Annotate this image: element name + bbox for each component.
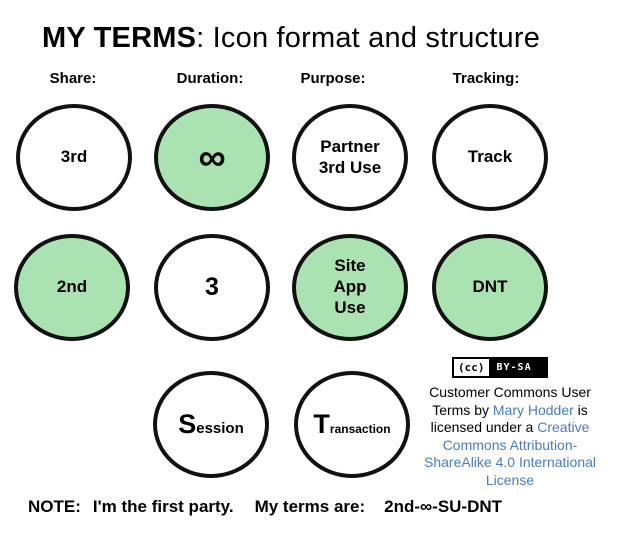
license-link-creative-commons[interactable]: License bbox=[485, 471, 535, 488]
footer-note: NOTE: I'm the first party. My terms are:… bbox=[28, 497, 502, 517]
page-title-rest: : Icon format and structure bbox=[196, 22, 541, 54]
license-text: Terms by bbox=[432, 401, 493, 418]
infinity-icon: ∞ bbox=[198, 136, 226, 179]
page-title: MY TERMS: Icon format and structure bbox=[42, 22, 540, 55]
license-line-3: licensed under a Creative bbox=[398, 419, 620, 437]
circle-dnt-label: DNT bbox=[472, 277, 508, 297]
cc-logo-icon: (cc) bbox=[454, 359, 491, 376]
circle-transaction-initial: T bbox=[313, 409, 330, 439]
license-link-creative-commons[interactable]: ShareAlike 4.0 International bbox=[424, 454, 596, 470]
page-title-bold: MY TERMS bbox=[42, 22, 197, 54]
license-text: is bbox=[573, 401, 588, 418]
circle-partner-3rd-use: Partner 3rd Use bbox=[292, 104, 408, 211]
note-label: NOTE: bbox=[28, 497, 81, 516]
license-attribution: Customer Commons User Terms by Mary Hodd… bbox=[398, 384, 620, 489]
license-line-2: Terms by Mary Hodder is bbox=[398, 402, 620, 420]
circle-session-initial: S bbox=[178, 409, 197, 439]
circle-duration-3: 3 bbox=[154, 234, 270, 341]
circle-partner-3rd-use-label: Partner 3rd Use bbox=[318, 136, 382, 177]
column-header-tracking: Tracking: bbox=[452, 70, 520, 87]
circle-transaction-rest: ransaction bbox=[329, 422, 391, 436]
license-text: Customer Commons User bbox=[429, 384, 591, 400]
circle-2nd-party-share-label: 2nd bbox=[56, 277, 88, 297]
circle-duration-3-label: 3 bbox=[205, 273, 219, 301]
circle-track-label: Track bbox=[467, 147, 513, 167]
cc-badge-label: BY-SA bbox=[496, 362, 532, 373]
license-link-creative-commons[interactable]: Creative bbox=[537, 419, 590, 435]
circle-dnt: DNT bbox=[432, 234, 548, 341]
circle-2nd-party-share: 2nd bbox=[14, 234, 130, 341]
column-header-share: Share: bbox=[49, 70, 97, 87]
circle-session-rest: ession bbox=[196, 420, 244, 437]
license-line-5: ShareAlike 4.0 International bbox=[398, 454, 620, 472]
license-line-1: Customer Commons User bbox=[398, 384, 620, 402]
license-text: licensed under a bbox=[430, 419, 538, 435]
note-first-party: I'm the first party. bbox=[92, 497, 234, 516]
license-link-creative-commons[interactable]: Commons Attribution- bbox=[442, 436, 578, 453]
cc-by-sa-badge[interactable]: (cc) BY-SA bbox=[452, 357, 548, 378]
note-terms-value: 2nd-∞-SU-DNT bbox=[384, 497, 503, 516]
circle-track: Track bbox=[432, 104, 548, 211]
column-header-purpose: Purpose: bbox=[300, 70, 366, 87]
license-link-mary-hodder[interactable]: Mary Hodder bbox=[492, 401, 574, 418]
license-line-6: License bbox=[398, 472, 620, 490]
circle-infinite-duration: ∞ bbox=[154, 104, 270, 211]
circle-3rd-party-share: 3rd bbox=[16, 104, 132, 211]
circle-site-app-use-label: Site App Use bbox=[333, 256, 367, 317]
license-line-4: Commons Attribution- bbox=[398, 437, 620, 455]
circle-3rd-party-share-label: 3rd bbox=[60, 147, 88, 167]
note-terms-label: My terms are: bbox=[254, 497, 366, 516]
circle-site-app-use: Site App Use bbox=[292, 234, 408, 341]
column-header-duration: Duration: bbox=[176, 70, 244, 87]
